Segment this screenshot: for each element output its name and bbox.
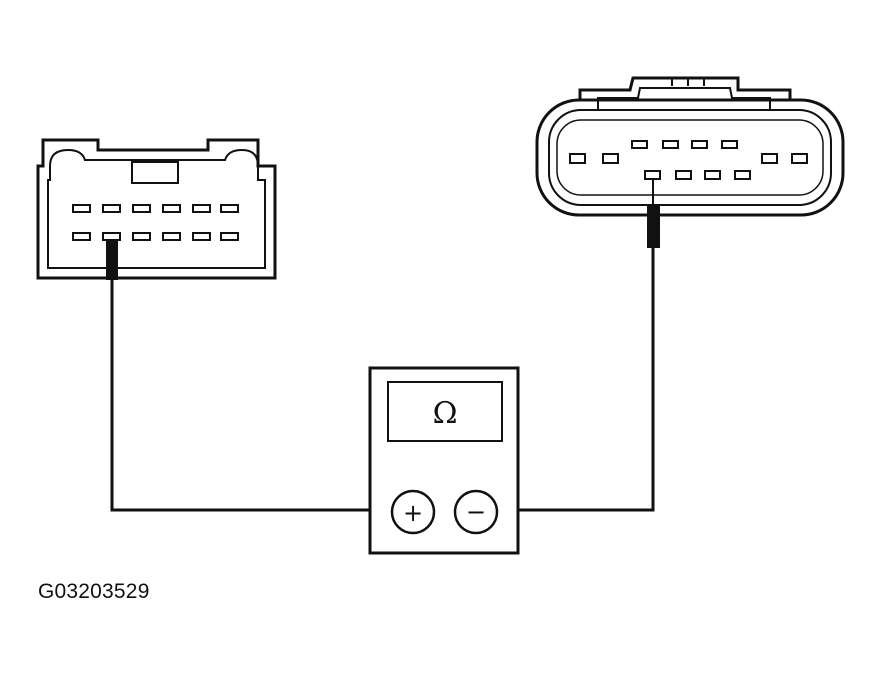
multimeter: Ω + − — [368, 366, 520, 555]
right-connector-inner-shell — [548, 109, 832, 206]
right-probe-tip — [647, 205, 660, 248]
positive-terminal — [390, 489, 436, 535]
negative-terminal-label: − — [466, 498, 486, 526]
left-connector-pins — [72, 204, 239, 241]
left-probe-tip — [106, 240, 118, 280]
right-connector-cavity — [556, 119, 824, 196]
left-connector — [36, 138, 277, 280]
right-connector-pins — [569, 140, 808, 180]
right-connector — [535, 76, 845, 217]
right-connector-outer-shell — [535, 98, 845, 217]
left-connector-latch — [131, 161, 179, 184]
left-connector-inner-shell — [47, 148, 266, 269]
ohm-symbol: Ω — [433, 396, 458, 431]
positive-terminal-label: + — [403, 499, 423, 527]
test-leads — [106, 179, 660, 512]
positive-test-lead — [110, 280, 392, 512]
negative-test-lead — [496, 248, 655, 512]
multimeter-display — [387, 381, 503, 442]
figure-id: G03203529 — [38, 580, 150, 603]
right-connector-top-tab — [578, 76, 792, 100]
negative-terminal — [453, 489, 499, 535]
right-connector-tab-inner — [597, 87, 771, 110]
